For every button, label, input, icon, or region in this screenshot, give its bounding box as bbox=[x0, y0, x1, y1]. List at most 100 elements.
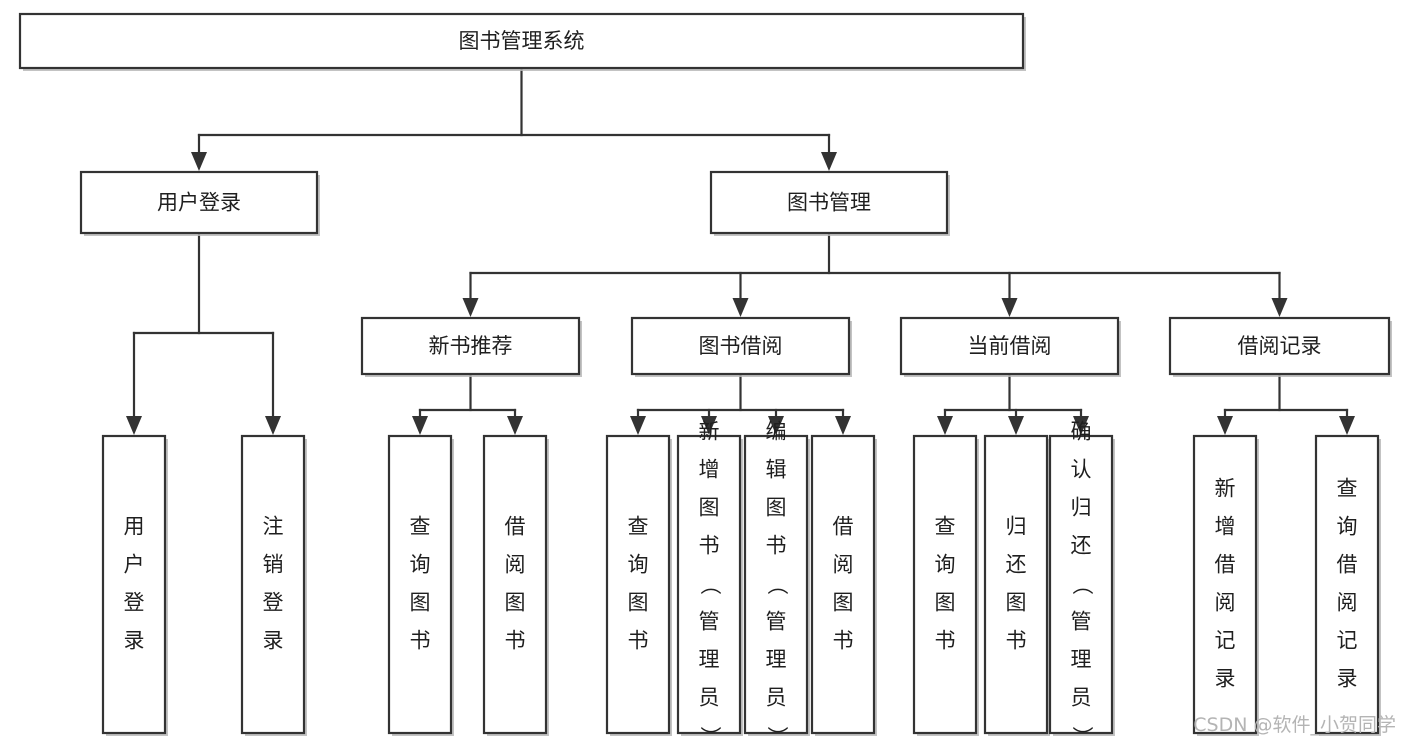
svg-text:员: 员 bbox=[1071, 686, 1092, 710]
svg-text:录: 录 bbox=[124, 629, 145, 653]
svg-text:书: 书 bbox=[833, 629, 854, 653]
node-book-manage[interactable]: 图书管理 bbox=[709, 170, 950, 236]
arrow-head bbox=[1001, 298, 1018, 317]
node-rect-leaf-query-book-recommend[interactable] bbox=[387, 434, 453, 735]
svg-text:查: 查 bbox=[1337, 477, 1358, 501]
svg-text:用: 用 bbox=[124, 515, 145, 539]
svg-text:书: 书 bbox=[505, 629, 526, 653]
connector-group-new-book-recommend bbox=[412, 372, 523, 435]
svg-text:（: （ bbox=[1070, 574, 1094, 595]
svg-text:借: 借 bbox=[1215, 553, 1236, 577]
node-rect-leaf-borrow-book-recommend[interactable] bbox=[482, 434, 548, 735]
svg-text:理: 理 bbox=[699, 648, 720, 672]
svg-text:询: 询 bbox=[628, 553, 649, 577]
node-rect-leaf-query-book-current[interactable] bbox=[912, 434, 978, 735]
svg-text:书: 书 bbox=[628, 629, 649, 653]
node-rect-leaf-query-borrow-record[interactable] bbox=[1314, 434, 1380, 735]
arrow-head bbox=[265, 416, 281, 435]
svg-text:）: ） bbox=[765, 726, 789, 747]
node-rect-root[interactable] bbox=[18, 12, 1025, 70]
svg-text:阅: 阅 bbox=[1337, 591, 1358, 615]
node-root[interactable]: 图书管理系统 bbox=[18, 12, 1026, 71]
arrow-head bbox=[1339, 416, 1355, 435]
node-user-login[interactable]: 用户登录 bbox=[79, 170, 320, 236]
node-rect-book-manage[interactable] bbox=[709, 170, 949, 235]
node-rect-user-login[interactable] bbox=[79, 170, 319, 235]
node-rect-borrow-record[interactable] bbox=[1168, 316, 1391, 376]
node-rect-leaf-query-book-borrow[interactable] bbox=[605, 434, 671, 735]
svg-text:户: 户 bbox=[124, 553, 145, 577]
svg-text:归: 归 bbox=[1071, 496, 1092, 520]
node-leaf-user-login[interactable]: 用户登录 bbox=[101, 434, 168, 736]
node-borrow-record[interactable]: 借阅记录 bbox=[1168, 316, 1392, 377]
svg-text:图: 图 bbox=[833, 591, 854, 615]
svg-text:辑: 辑 bbox=[766, 458, 787, 482]
connector-group-book-manage bbox=[462, 231, 1288, 317]
node-label-current-borrow: 当前借阅 bbox=[968, 334, 1052, 358]
node-rect-leaf-borrow-book-borrow[interactable] bbox=[810, 434, 876, 735]
svg-text:查: 查 bbox=[410, 515, 431, 539]
svg-text:书: 书 bbox=[1006, 629, 1027, 653]
node-rect-new-book-recommend[interactable] bbox=[360, 316, 581, 376]
node-layer: 图书管理系统用户登录图书管理新书推荐图书借阅当前借阅借阅记录用户登录注销登录查询… bbox=[18, 12, 1392, 747]
svg-text:员: 员 bbox=[699, 686, 720, 710]
connector-group-current-borrow bbox=[937, 372, 1089, 435]
node-rect-book-borrow[interactable] bbox=[630, 316, 851, 376]
node-current-borrow[interactable]: 当前借阅 bbox=[899, 316, 1121, 377]
node-rect-leaf-add-borrow-record[interactable] bbox=[1192, 434, 1258, 735]
svg-text:员: 员 bbox=[766, 686, 787, 710]
arrow-head bbox=[701, 416, 717, 435]
svg-text:理: 理 bbox=[766, 648, 787, 672]
node-rect-leaf-return-book[interactable] bbox=[983, 434, 1049, 735]
svg-text:阅: 阅 bbox=[1215, 591, 1236, 615]
svg-text:管: 管 bbox=[699, 610, 720, 634]
svg-text:还: 还 bbox=[1006, 553, 1027, 577]
node-book-borrow[interactable]: 图书借阅 bbox=[630, 316, 852, 377]
arrow-head bbox=[191, 152, 207, 171]
svg-text:登: 登 bbox=[263, 591, 284, 615]
node-rect-leaf-add-book-admin[interactable] bbox=[676, 434, 742, 735]
node-rect-leaf-user-login[interactable] bbox=[101, 434, 167, 735]
svg-text:书: 书 bbox=[935, 629, 956, 653]
svg-text:图: 图 bbox=[628, 591, 649, 615]
node-rect-current-borrow[interactable] bbox=[899, 316, 1120, 376]
svg-text:归: 归 bbox=[1006, 515, 1027, 539]
node-new-book-recommend[interactable]: 新书推荐 bbox=[360, 316, 582, 377]
svg-text:录: 录 bbox=[1215, 667, 1236, 691]
connector-group-book-borrow bbox=[630, 372, 851, 435]
node-rect-leaf-logout[interactable] bbox=[240, 434, 306, 735]
node-rect-leaf-confirm-return-admin[interactable] bbox=[1048, 434, 1114, 735]
svg-text:询: 询 bbox=[1337, 515, 1358, 539]
arrow-head bbox=[1073, 416, 1089, 435]
svg-text:查: 查 bbox=[628, 515, 649, 539]
svg-text:书: 书 bbox=[410, 629, 431, 653]
svg-text:图: 图 bbox=[935, 591, 956, 615]
node-rect-leaf-edit-book-admin[interactable] bbox=[743, 434, 809, 735]
svg-text:记: 记 bbox=[1215, 629, 1236, 653]
node-label-leaf-user-login: 用户登录 bbox=[124, 515, 145, 653]
arrow-head bbox=[126, 416, 142, 435]
svg-text:借: 借 bbox=[1337, 553, 1358, 577]
svg-text:增: 增 bbox=[699, 458, 720, 482]
svg-text:记: 记 bbox=[1337, 629, 1358, 653]
connector-layer bbox=[126, 66, 1355, 435]
arrow-head bbox=[507, 416, 523, 435]
